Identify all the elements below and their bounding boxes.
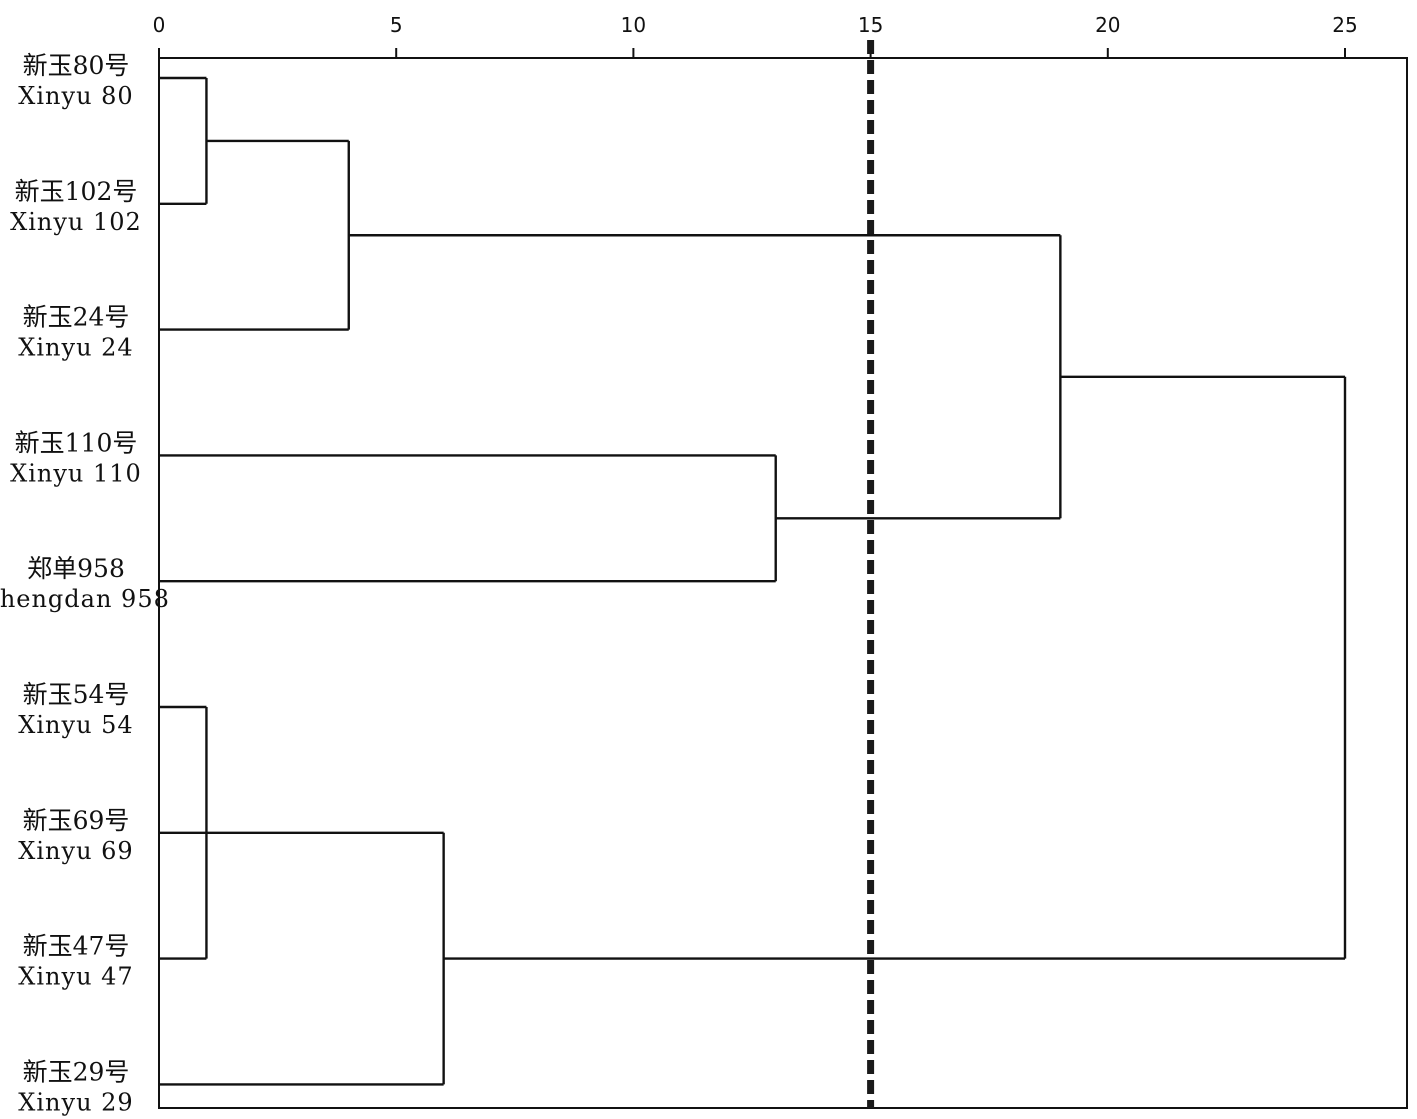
leaf-label-cn: 新玉24号 (23, 303, 130, 332)
leaf-label-en: Xinyu 24 (18, 334, 133, 362)
dendrogram-links (159, 76, 1347, 1086)
leaf-label-en: Xinyu 110 (10, 459, 142, 487)
x-tick-label: 5 (390, 13, 403, 37)
leaf-label-en: Xinyu 102 (10, 208, 142, 236)
leaf-label-cn: 新玉69号 (23, 806, 130, 835)
leaf-label-en: Xinyu 54 (18, 711, 133, 739)
leaf-label-cn: 新玉102号 (15, 177, 138, 206)
leaf-label-cn: 新玉29号 (23, 1057, 130, 1086)
x-tick-label: 25 (1332, 13, 1357, 37)
x-tick-label: 20 (1095, 13, 1120, 37)
leaf-label-cn: 新玉47号 (23, 932, 130, 961)
leaf-label-en: Xinyu 80 (18, 82, 133, 110)
x-axis: 0 5 10 15 20 25 (153, 13, 1408, 1109)
x-tick-label: 0 (153, 13, 166, 37)
leaf-label-cn: 郑单958 (27, 554, 125, 583)
leaf-label-cn: 新玉54号 (23, 680, 130, 709)
x-tick-label: 10 (621, 13, 646, 37)
leaf-label-en: Xinyu 47 (18, 963, 133, 991)
plot-frame (158, 57, 1408, 1109)
leaf-label-cn: 新玉80号 (23, 51, 130, 80)
leaf-label-en: Xinyu 29 (18, 1088, 133, 1116)
x-tick-label: 15 (858, 13, 883, 37)
leaf-label-cn: 新玉110号 (15, 428, 138, 457)
leaf-label-en: Zhengdan 958 (0, 585, 170, 613)
leaf-label-en: Xinyu 69 (18, 837, 133, 865)
